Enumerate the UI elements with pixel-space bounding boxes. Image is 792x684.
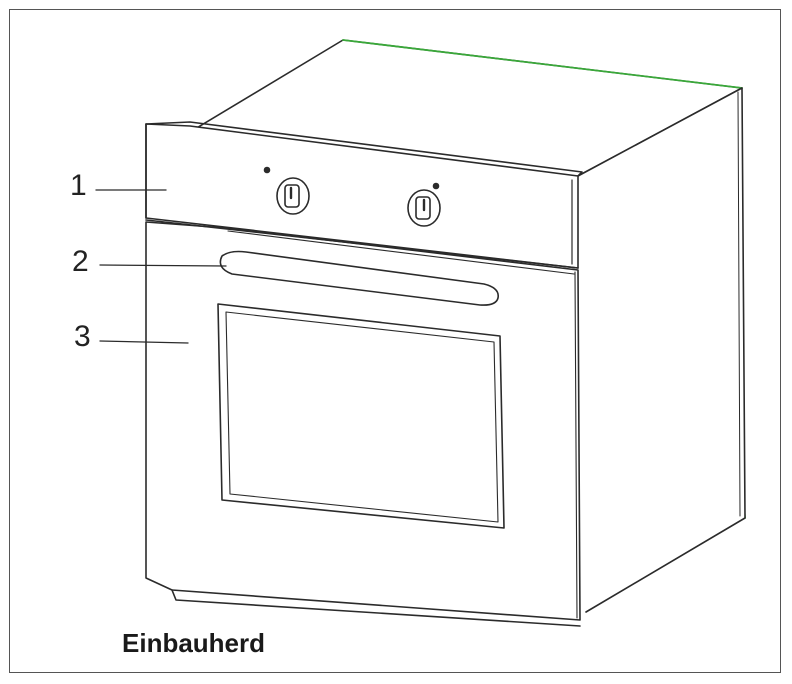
oven-top-edge-accent [342, 39, 743, 89]
oven-window [217, 303, 505, 529]
control-knob-left [263, 166, 310, 215]
control-knob-right [407, 182, 441, 227]
callout-number-2: 2 [72, 245, 89, 278]
oven-right-side [577, 87, 746, 613]
indicator-dot-right [432, 182, 440, 190]
callout-number-1: 1 [70, 169, 87, 202]
door-handle [219, 250, 500, 306]
figure-caption: Einbauherd [122, 628, 266, 658]
control-panel-top-lip [145, 121, 583, 177]
callout-number-3: 3 [74, 320, 91, 353]
indicator-dot-left [263, 166, 271, 174]
leader-line-2 [99, 264, 227, 267]
leader-line-3 [99, 340, 189, 344]
